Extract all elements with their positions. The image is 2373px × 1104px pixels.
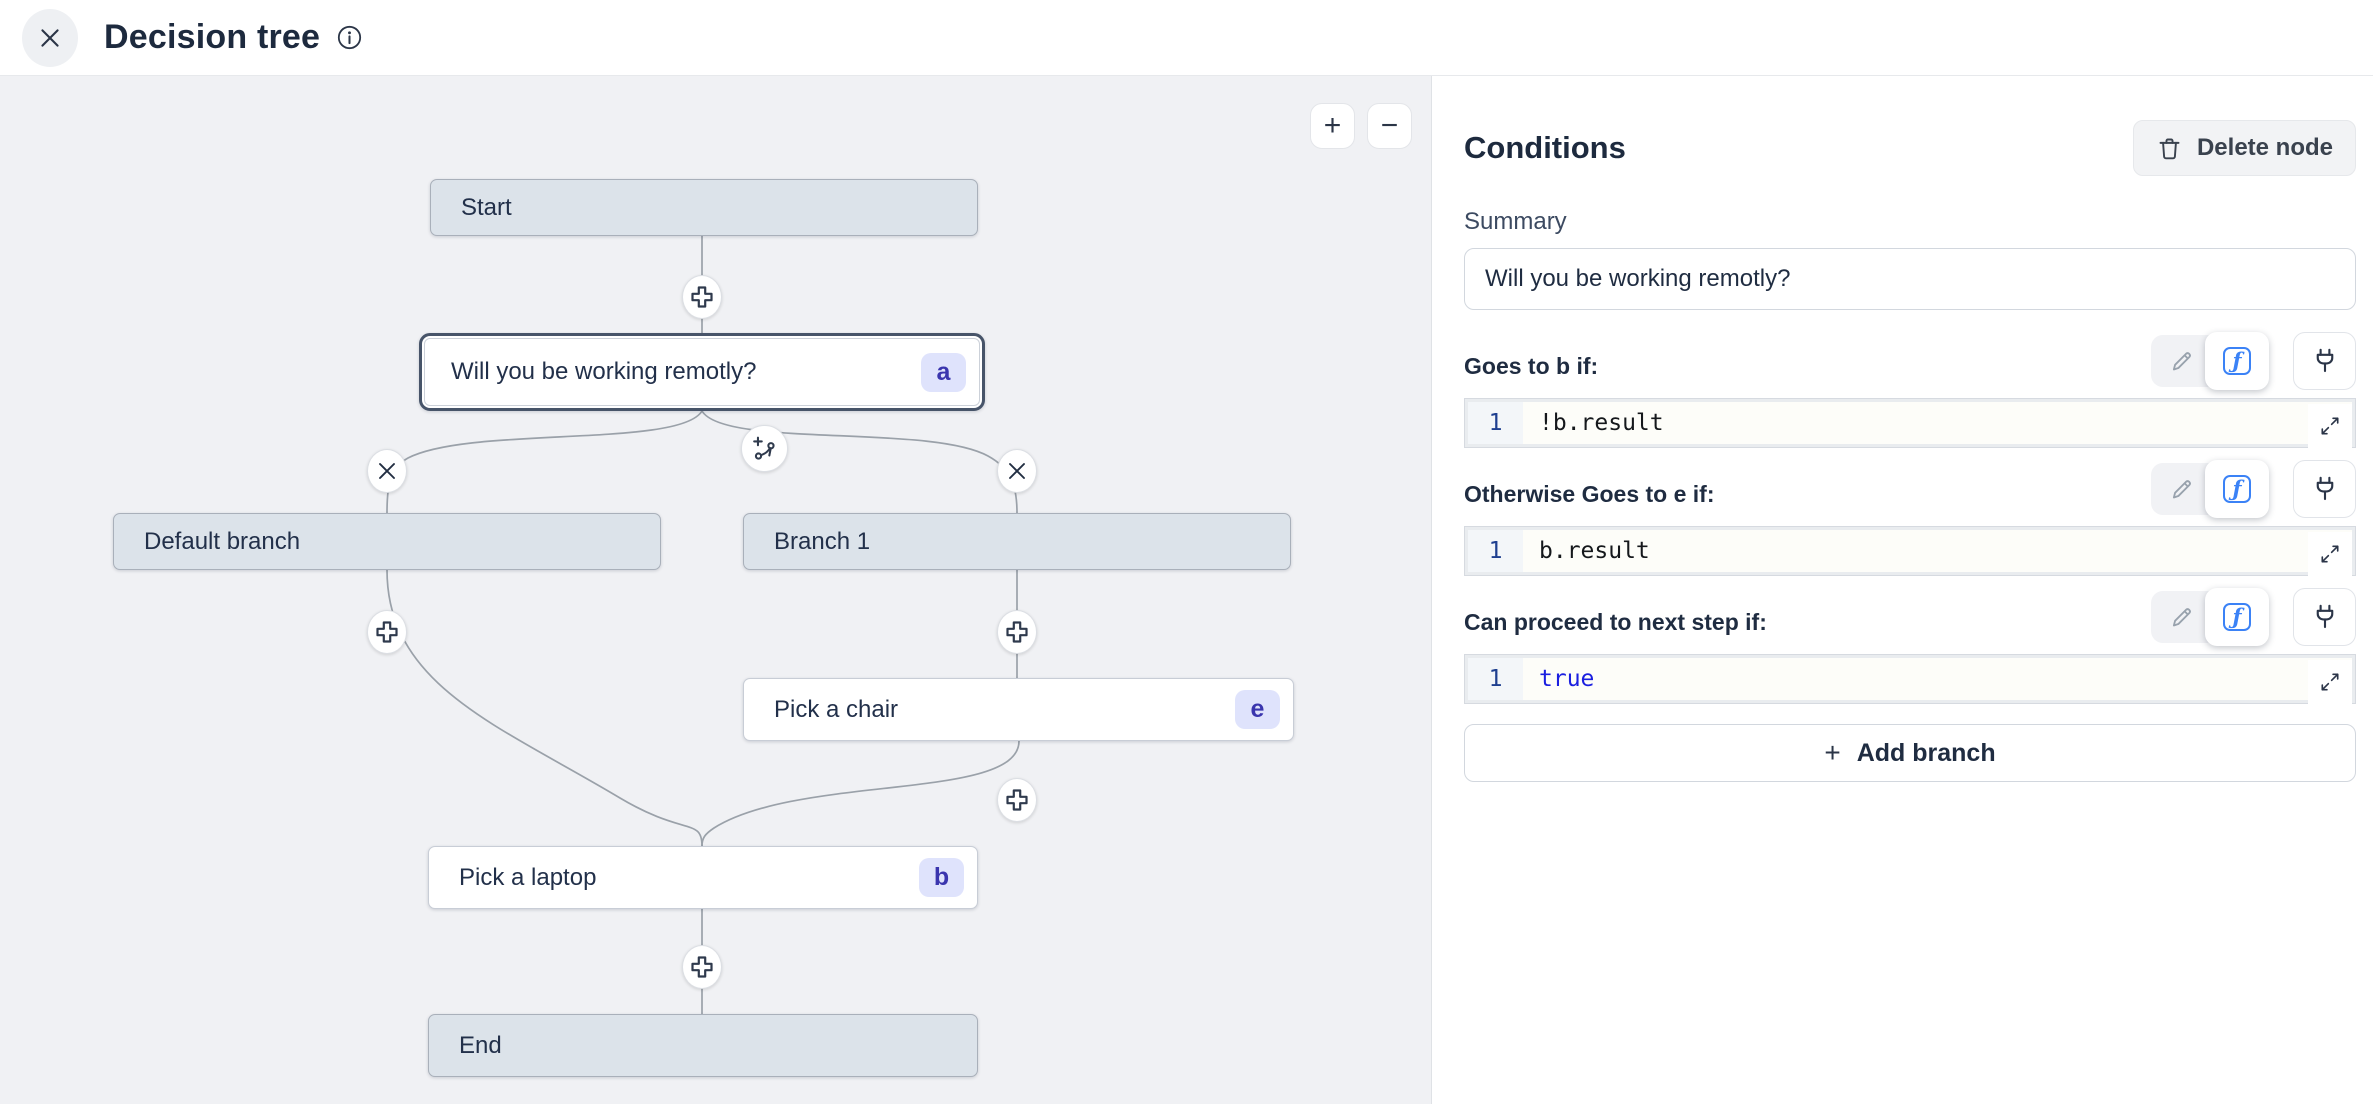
node-question-selected[interactable]: Will you be working remotly? a: [419, 333, 985, 411]
node-label: Start: [461, 193, 512, 221]
editor-mode-toggle: ƒ: [2151, 588, 2269, 646]
info-icon[interactable]: [336, 24, 363, 51]
condition-row-otherwise-goes-to-e: Otherwise Goes to e if: ƒ: [1464, 460, 2356, 576]
node-label: Default branch: [144, 527, 301, 555]
condition-label: Otherwise Goes to e if:: [1464, 481, 1715, 507]
remove-branch-left-button[interactable]: [367, 449, 407, 493]
plug-icon: [2316, 604, 2333, 629]
expand-editor-button[interactable]: [2308, 660, 2352, 704]
condition-label: Goes to b if:: [1464, 353, 1599, 379]
add-branch-node-button[interactable]: [741, 425, 788, 472]
delete-node-label: Delete node: [2196, 134, 2333, 161]
text-mode-button[interactable]: [2159, 594, 2205, 640]
add-node-button[interactable]: [367, 610, 407, 654]
add-node-button[interactable]: [682, 275, 722, 319]
flow-canvas[interactable]: Start Will you be working remotly? a Def…: [0, 76, 1432, 1104]
code-editor[interactable]: 1 !b.result: [1464, 398, 2356, 448]
formula-icon: ƒ: [2223, 475, 2251, 503]
summary-label: Summary: [1464, 208, 1567, 235]
code-text: true: [1539, 666, 1595, 692]
condition-row-goes-to-b: Goes to b if: ƒ 1: [1464, 332, 2356, 448]
formula-icon: ƒ: [2223, 603, 2251, 631]
expand-icon: [2321, 545, 2339, 563]
close-button[interactable]: [22, 8, 78, 67]
code-editor[interactable]: 1 b.result: [1464, 526, 2356, 576]
text-mode-button[interactable]: [2159, 338, 2205, 384]
node-end[interactable]: End: [428, 1014, 978, 1077]
node-label: Branch 1: [774, 527, 871, 555]
node-badge: b: [919, 858, 964, 897]
line-number: 1: [1468, 658, 1523, 700]
editor-tools: ƒ: [2151, 588, 2356, 646]
delete-node-button[interactable]: Delete node: [2132, 120, 2356, 176]
node-inner: Will you be working remotly? a: [424, 338, 980, 406]
line-number: 1: [1468, 402, 1523, 444]
plug-icon: [2316, 476, 2333, 501]
node-start[interactable]: Start: [430, 179, 978, 236]
node-label: End: [459, 1031, 502, 1059]
plus-icon: [1006, 621, 1028, 643]
formula-mode-button[interactable]: ƒ: [2205, 332, 2269, 390]
connector-button[interactable]: [2293, 460, 2356, 518]
code-editor[interactable]: 1 true: [1464, 654, 2356, 704]
node-pick-a-laptop[interactable]: Pick a laptop b: [428, 846, 978, 909]
panel-title: Conditions: [1464, 130, 1626, 165]
plus-icon: [1006, 789, 1028, 811]
zoom-out-button[interactable]: −: [1367, 103, 1412, 149]
add-node-button[interactable]: [682, 945, 722, 989]
condition-row-can-proceed: Can proceed to next step if: ƒ: [1464, 588, 2356, 704]
expand-icon: [2321, 673, 2339, 691]
formula-mode-button[interactable]: ƒ: [2205, 460, 2269, 518]
panel-head: Conditions Delete node: [1464, 120, 2356, 176]
formula-icon: ƒ: [2223, 347, 2251, 375]
node-label: Pick a chair: [774, 695, 899, 723]
expand-icon: [2321, 417, 2339, 435]
editor-tools: ƒ: [2151, 332, 2356, 390]
add-branch-label: Add branch: [1856, 738, 1996, 767]
code-text: !b.result: [1539, 410, 1664, 436]
node-branch-1[interactable]: Branch 1: [743, 513, 1291, 570]
conditions-panel: Conditions Delete node Summary Goes to b…: [1432, 76, 2373, 1104]
formula-mode-button[interactable]: ƒ: [2205, 588, 2269, 646]
text-mode-button[interactable]: [2159, 466, 2205, 512]
node-pick-a-chair[interactable]: Pick a chair e: [743, 678, 1294, 741]
node-badge: a: [921, 352, 966, 392]
node-default-branch[interactable]: Default branch: [113, 513, 661, 570]
page-title: Decision tree: [104, 18, 321, 56]
x-icon: [1009, 463, 1025, 479]
editor-mode-toggle: ƒ: [2151, 332, 2269, 390]
plus-icon: +: [1824, 737, 1841, 768]
code-text: b.result: [1539, 538, 1650, 564]
expand-editor-button[interactable]: [2308, 532, 2352, 576]
editor-tools: ƒ: [2151, 460, 2356, 518]
node-label: Will you be working remotly?: [451, 358, 757, 385]
node-label: Pick a laptop: [459, 863, 597, 891]
x-icon: [379, 463, 395, 479]
expand-editor-button[interactable]: [2308, 404, 2352, 448]
summary-input[interactable]: [1464, 248, 2356, 310]
node-badge: e: [1235, 690, 1280, 729]
editor-mode-toggle: ƒ: [2151, 460, 2269, 518]
condition-label: Can proceed to next step if:: [1464, 609, 1767, 635]
connector-button[interactable]: [2293, 588, 2356, 646]
add-node-button[interactable]: [997, 610, 1037, 654]
plus-icon: [691, 956, 713, 978]
pencil-icon: [2172, 480, 2191, 499]
branch-plus-icon: [752, 436, 775, 460]
plus-icon: [691, 286, 713, 308]
trash-icon: [2159, 138, 2180, 159]
add-branch-button[interactable]: + Add branch: [1464, 724, 2356, 782]
add-node-button[interactable]: [997, 778, 1037, 822]
connector-button[interactable]: [2293, 332, 2356, 390]
remove-branch-right-button[interactable]: [997, 449, 1037, 493]
plug-icon: [2316, 348, 2333, 373]
plus-icon: [376, 621, 398, 643]
pencil-icon: [2172, 608, 2191, 627]
header: Decision tree: [0, 0, 2373, 76]
line-number: 1: [1468, 530, 1523, 572]
close-icon: [41, 28, 59, 47]
pencil-icon: [2172, 352, 2191, 371]
zoom-in-button[interactable]: +: [1310, 103, 1355, 149]
